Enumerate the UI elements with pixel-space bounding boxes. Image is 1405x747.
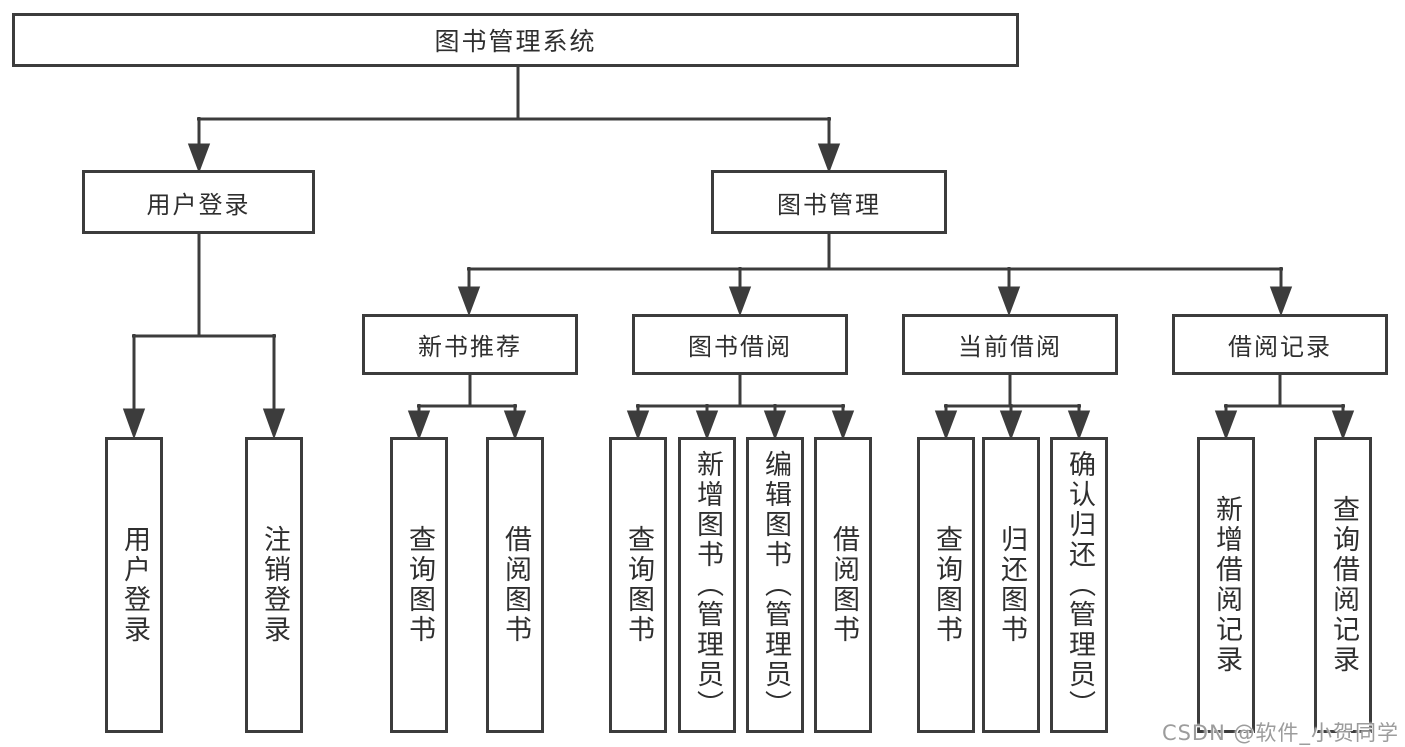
connector-user-login-children	[122, 234, 286, 440]
node-leaf-confirm-return-admin: 确认归还（管理员）	[1050, 437, 1108, 733]
node-leaf-query-books-current: 查询图书	[917, 437, 975, 733]
watermark: CSDN @软件_小贺同学	[1161, 721, 1399, 745]
node-leaf-borrow-books: 借阅图书	[814, 437, 872, 733]
connector-root-to-level2	[187, 67, 841, 174]
node-new-book-rec: 新书推荐	[362, 314, 578, 375]
connector-records-children	[1214, 375, 1355, 441]
connector-current-borrow-children	[934, 375, 1091, 441]
node-leaf-edit-books-admin: 编辑图书（管理员）	[746, 437, 804, 733]
connector-borrow-children	[626, 375, 855, 441]
node-leaf-borrow-books-rec: 借阅图书	[486, 437, 544, 733]
node-leaf-query-books-rec: 查询图书	[390, 437, 448, 733]
node-leaf-logout: 注销登录	[245, 437, 303, 733]
node-root-system: 图书管理系统	[12, 13, 1019, 67]
node-user-login-group: 用户登录	[82, 170, 315, 234]
node-current-borrow: 当前借阅	[902, 314, 1118, 375]
node-book-borrow: 图书借阅	[632, 314, 848, 375]
node-leaf-return-books: 归还图书	[982, 437, 1040, 733]
node-leaf-query-borrow-record: 查询借阅记录	[1314, 437, 1372, 733]
node-leaf-add-books-admin: 新增图书（管理员）	[678, 437, 736, 733]
node-borrow-records: 借阅记录	[1172, 314, 1388, 375]
connector-new-book-children	[407, 375, 527, 441]
node-book-mgmt-group: 图书管理	[711, 170, 947, 234]
connector-book-mgmt-children	[457, 234, 1293, 317]
node-leaf-user-login: 用户登录	[105, 437, 163, 733]
node-leaf-add-borrow-record: 新增借阅记录	[1197, 437, 1255, 733]
node-leaf-query-books: 查询图书	[609, 437, 667, 733]
